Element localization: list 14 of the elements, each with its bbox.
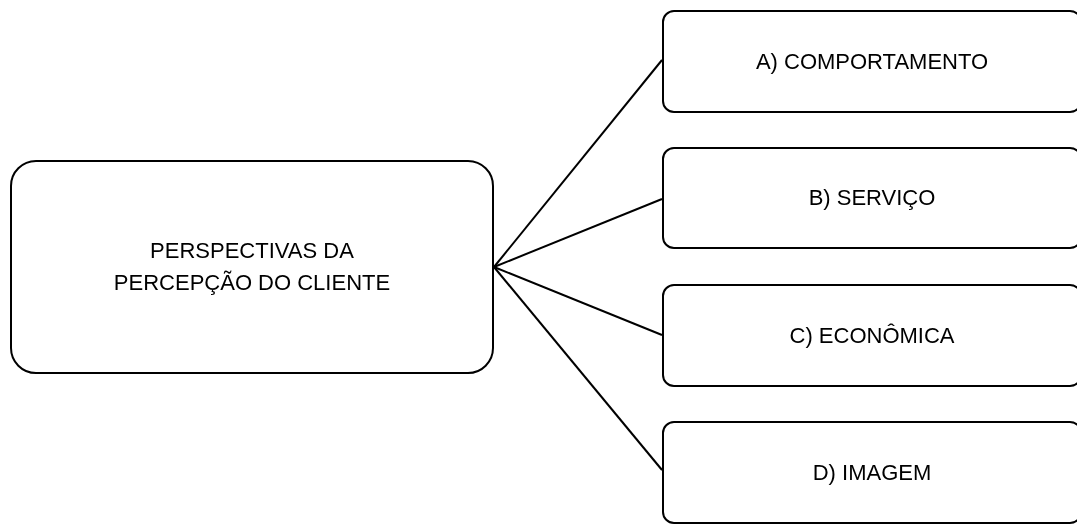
box-label: A) COMPORTAMENTO xyxy=(755,47,989,76)
category-box xyxy=(662,10,1077,113)
category-box xyxy=(662,421,1077,524)
box-label: B) SERVIÇO xyxy=(808,184,936,213)
category-box xyxy=(662,284,1077,387)
connector-line xyxy=(493,266,663,336)
connector-line xyxy=(493,59,663,268)
connector-line xyxy=(493,198,663,268)
connector-line xyxy=(493,266,663,471)
box-label: PERSPECTIVAS DA PERCEPÇÃO DO CLIENTE xyxy=(112,237,392,297)
category-box xyxy=(662,147,1077,249)
box-label: D) IMAGEM xyxy=(812,458,932,487)
box-label: C) ECONÔMICA xyxy=(789,321,955,350)
topic-box xyxy=(10,160,494,374)
